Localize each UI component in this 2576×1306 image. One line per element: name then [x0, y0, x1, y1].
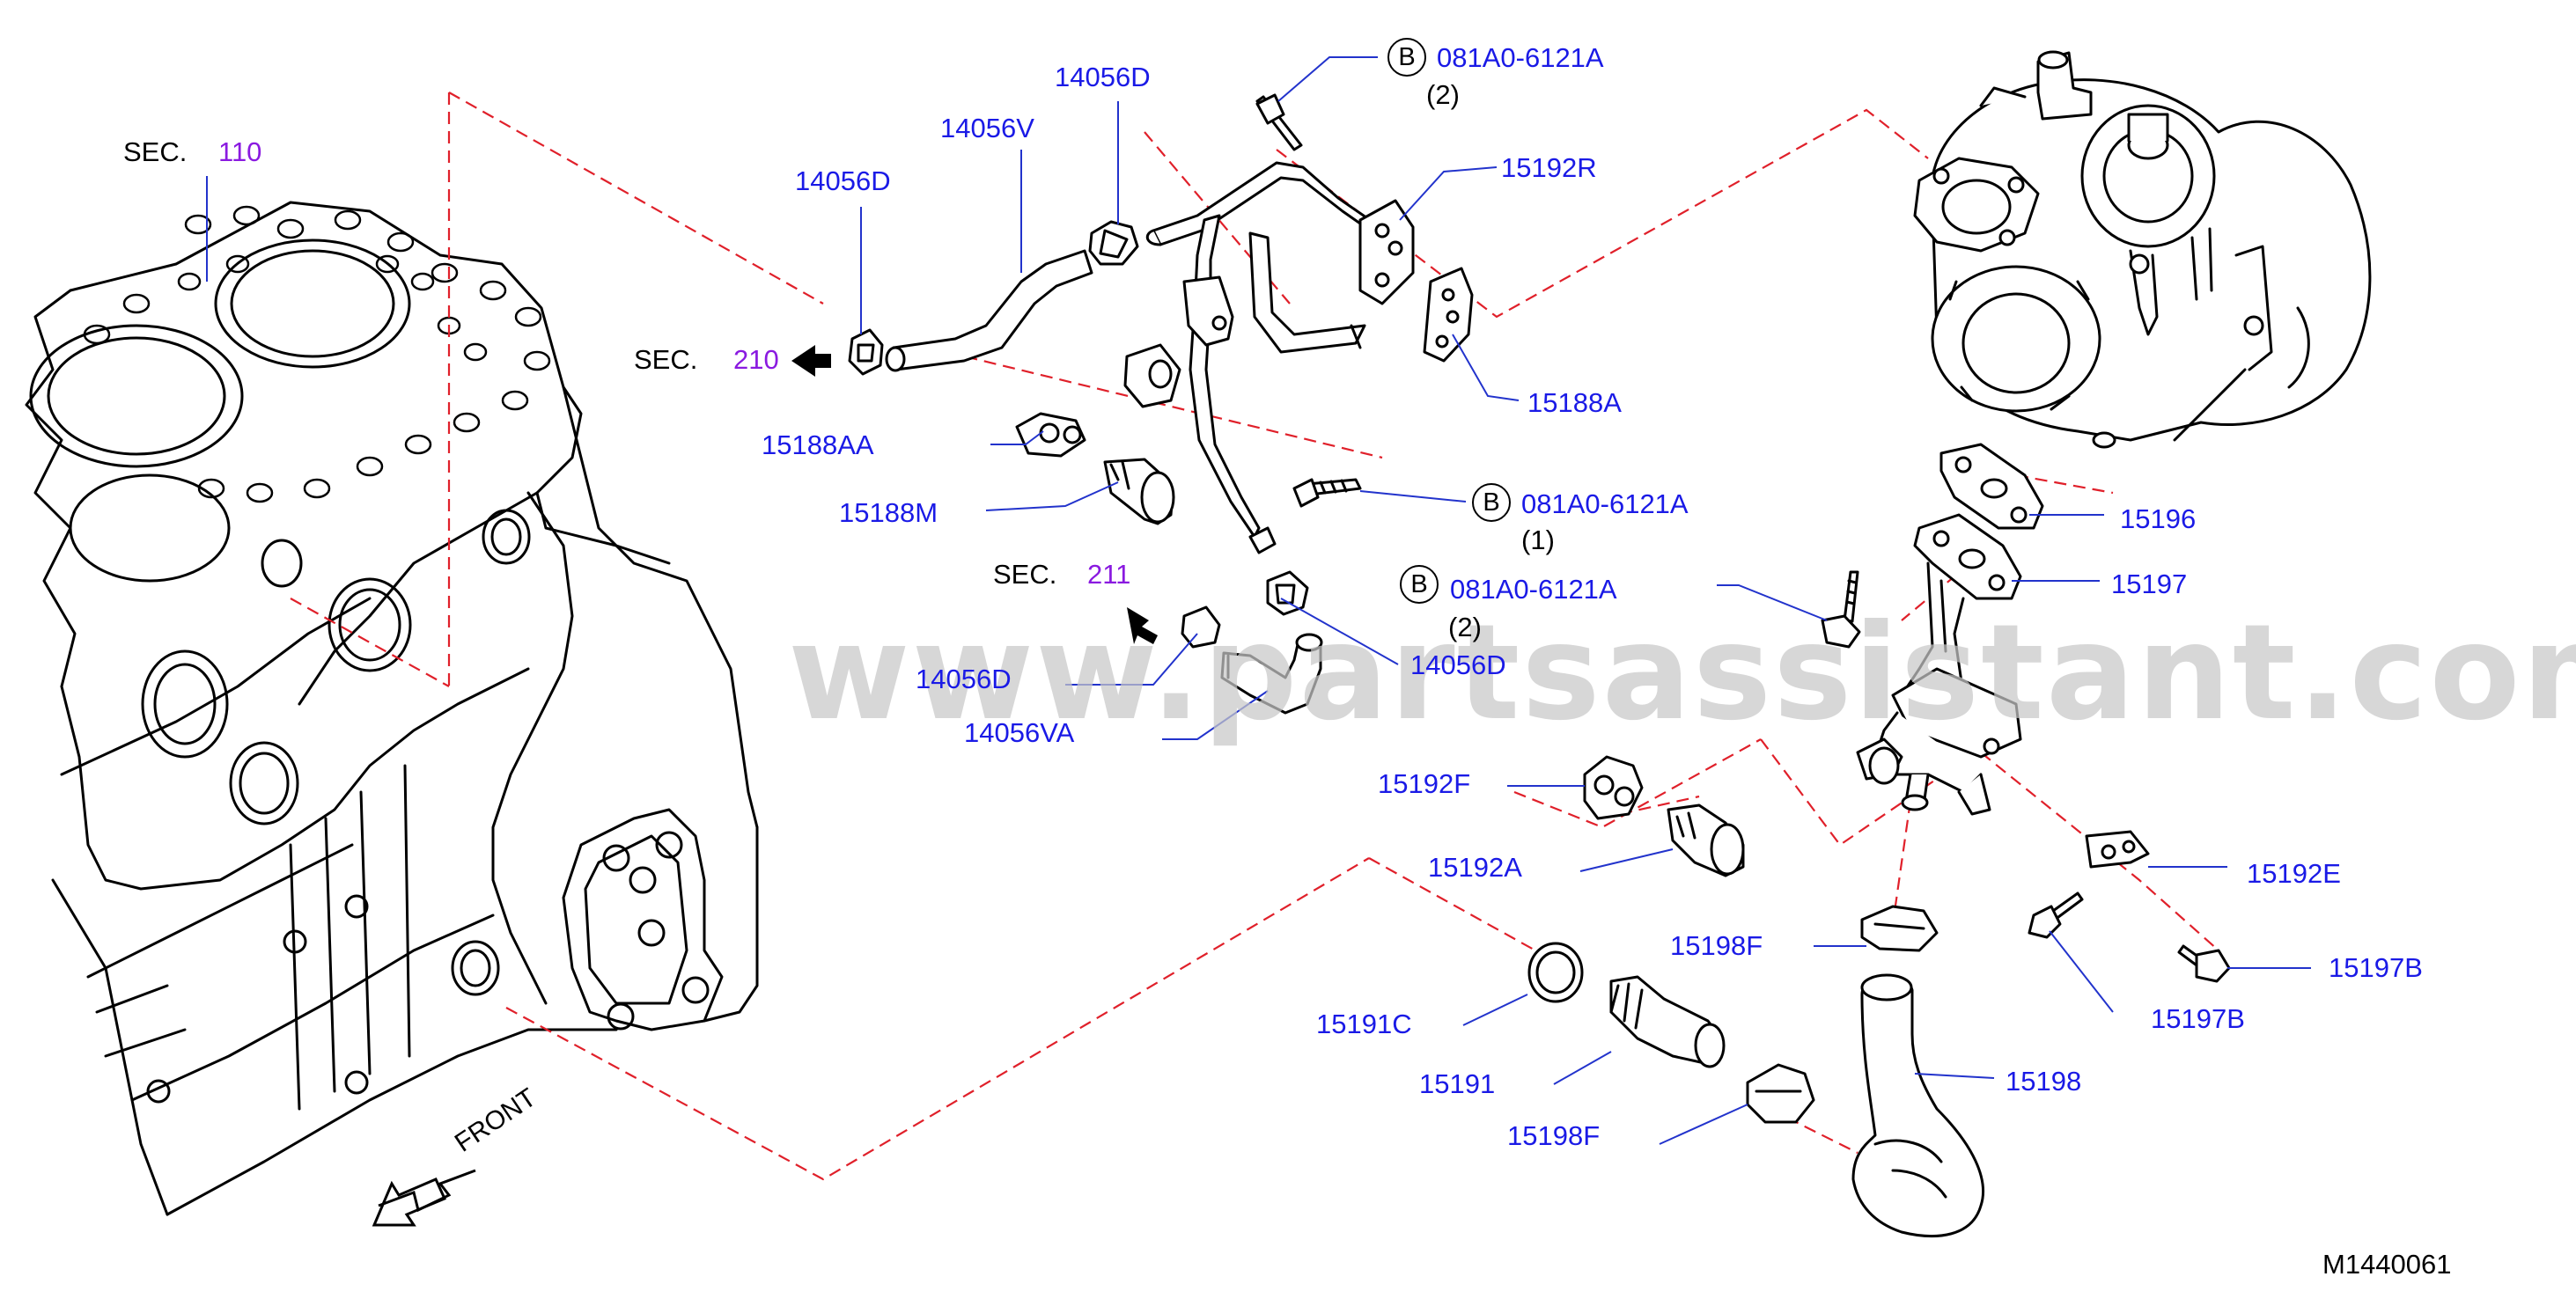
part-label[interactable]: 15188AA: [762, 429, 874, 460]
part-label[interactable]: 15198F: [1507, 1120, 1601, 1151]
part-label[interactable]: 15198F: [1670, 930, 1763, 961]
bolt-ref-symbol: B: [1400, 565, 1439, 604]
part-label[interactable]: 14056V: [940, 113, 1034, 143]
part-label[interactable]: 15191: [1419, 1068, 1496, 1099]
bolt-ref-number[interactable]: 081A0-6121A: [1437, 42, 1604, 73]
bolt-ref-qty: (2): [1448, 612, 1482, 642]
part-label[interactable]: 15188M: [839, 497, 938, 528]
oil-return-parts: [1527, 443, 2231, 1238]
part-label[interactable]: 15196: [2120, 503, 2197, 534]
turbocharger: [1913, 50, 2372, 449]
sec-210-prefix: SEC.: [634, 344, 698, 375]
part-label[interactable]: 15197: [2111, 569, 2188, 599]
bolt-ref-number[interactable]: 081A0-6121A: [1450, 574, 1617, 605]
engine-block: [25, 201, 759, 1216]
sec-210-number[interactable]: 210: [733, 344, 779, 375]
bolt-ref-number[interactable]: 081A0-6121A: [1521, 488, 1689, 519]
diagram-code: M1440061: [2322, 1249, 2452, 1280]
part-label[interactable]: 14056D: [1055, 62, 1151, 92]
part-label[interactable]: 15188A: [1527, 387, 1622, 418]
part-label[interactable]: 14056D: [795, 165, 891, 196]
part-label[interactable]: 14056D: [916, 664, 1012, 694]
part-label[interactable]: 15192E: [2247, 858, 2341, 889]
sec-211-number[interactable]: 211: [1087, 559, 1131, 590]
part-label[interactable]: 15192A: [1428, 852, 1522, 883]
arrow-sec-210-icon: [791, 345, 831, 377]
oil-pipe-assembly: [848, 93, 1474, 715]
part-label[interactable]: 14056D: [1410, 649, 1506, 680]
part-label[interactable]: 15197B: [2151, 1003, 2245, 1034]
bolt-ref-symbol: B: [1387, 38, 1426, 77]
part-label[interactable]: 15197B: [2329, 952, 2423, 983]
bolt-ref-qty: (2): [1426, 79, 1460, 110]
watermark: www.partsassistant.com: [788, 597, 2576, 750]
bolt-ref-qty: (1): [1521, 525, 1555, 555]
part-label[interactable]: 15198: [2006, 1066, 2082, 1097]
part-label[interactable]: 15192F: [1378, 768, 1471, 799]
sec-110-prefix: SEC.: [123, 136, 188, 167]
sec-211-prefix: SEC.: [993, 559, 1057, 590]
bolt-ref-symbol: B: [1472, 483, 1511, 522]
leader-lines: [206, 56, 2311, 1145]
part-label[interactable]: 15191C: [1316, 1009, 1412, 1039]
part-label[interactable]: 15192R: [1501, 152, 1597, 183]
arrow-sec-211-icon: [1127, 607, 1158, 644]
part-label[interactable]: 14056VA: [964, 717, 1075, 748]
front-arrow-icon: [372, 1169, 476, 1227]
sec-110-number[interactable]: 110: [218, 136, 262, 167]
